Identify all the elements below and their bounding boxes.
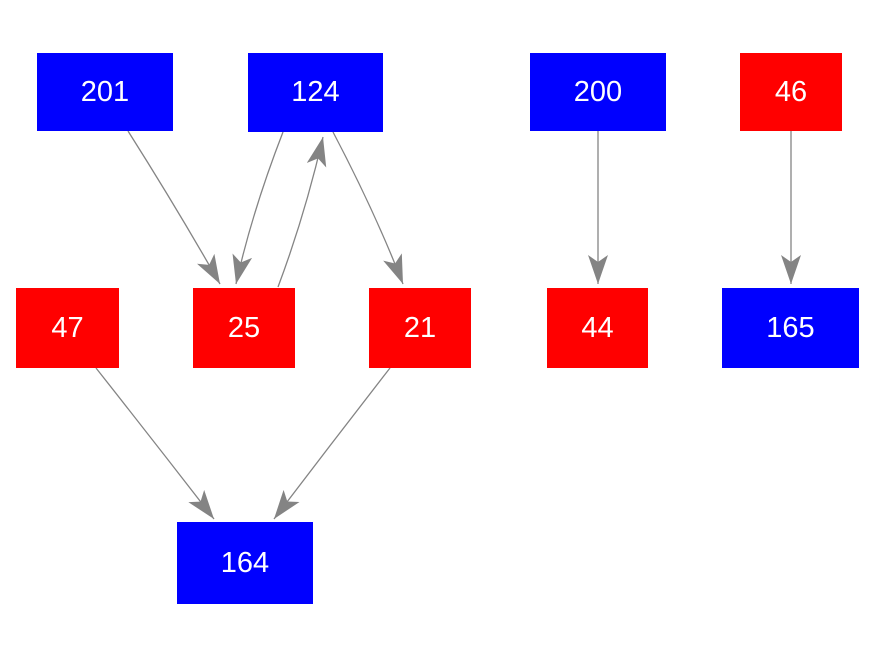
edge-21-to-164 <box>273 367 391 520</box>
node-label: 201 <box>80 75 130 108</box>
node-124[interactable]: 124 <box>248 53 383 132</box>
node-label: 165 <box>766 311 815 344</box>
node-21[interactable]: 21 <box>369 288 471 368</box>
edge-47-to-164 <box>95 367 215 520</box>
node-47[interactable]: 47 <box>16 288 119 368</box>
node-25[interactable]: 25 <box>193 288 295 368</box>
node-label: 164 <box>220 546 270 579</box>
node-201[interactable]: 201 <box>37 53 173 131</box>
node-label: 44 <box>581 311 614 344</box>
edge-25-to-124 <box>277 136 327 288</box>
node-label: 200 <box>573 75 623 108</box>
node-164[interactable]: 164 <box>177 522 313 604</box>
node-200[interactable]: 200 <box>530 53 666 131</box>
edge-124-to-21 <box>332 131 404 285</box>
node-46[interactable]: 46 <box>740 53 842 131</box>
edge-124-to-25 <box>232 131 284 285</box>
edge-201-to-25 <box>127 130 221 285</box>
node-label: 21 <box>403 311 437 344</box>
node-44[interactable]: 44 <box>547 288 648 368</box>
node-165[interactable]: 165 <box>722 288 859 368</box>
node-label: 25 <box>227 311 261 344</box>
node-label: 124 <box>291 76 340 108</box>
node-label: 46 <box>774 75 808 108</box>
node-label: 47 <box>51 311 84 344</box>
